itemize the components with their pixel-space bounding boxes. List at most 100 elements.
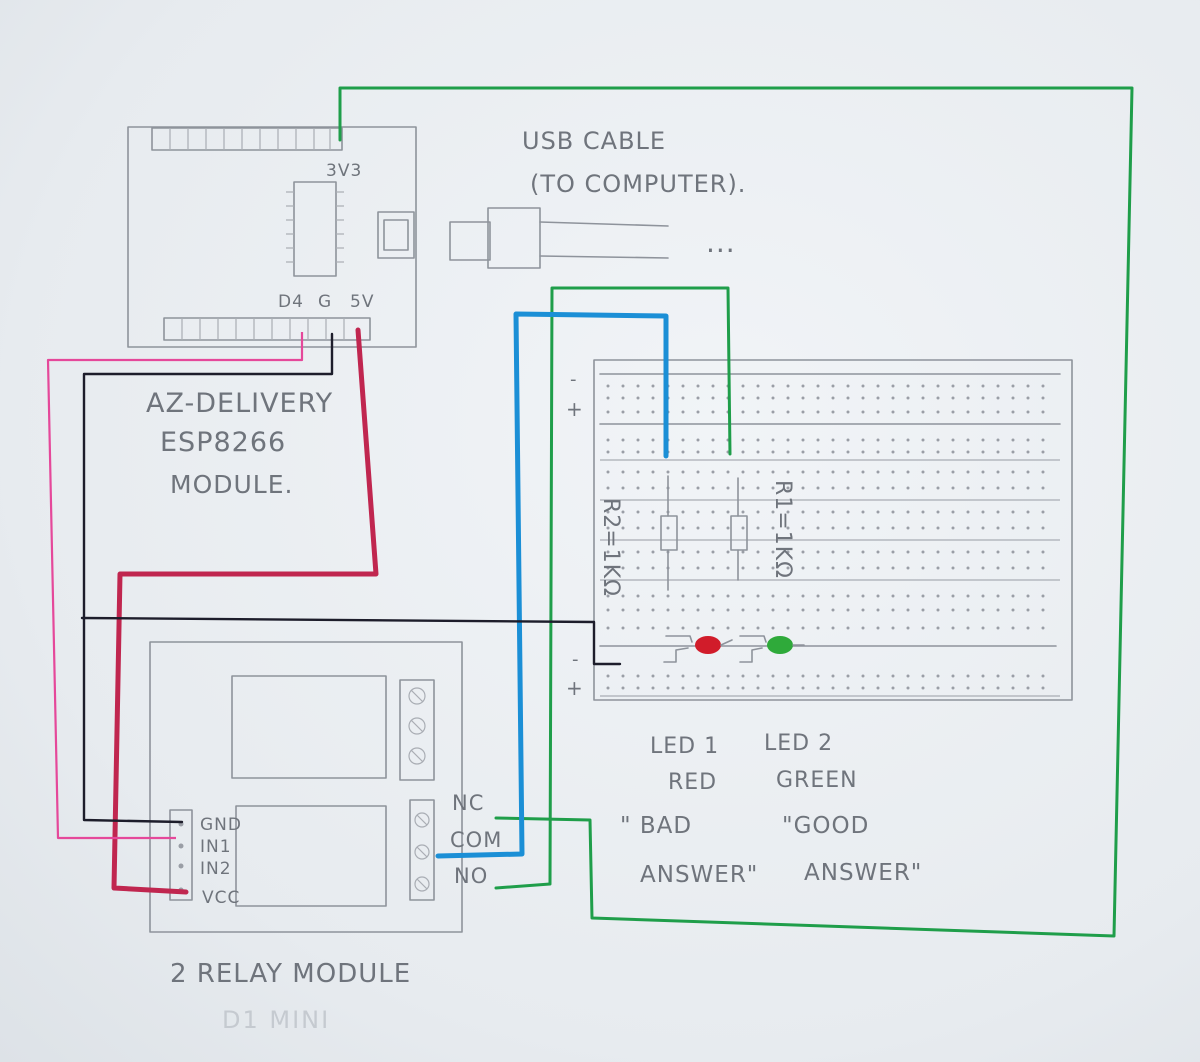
breadboard-hole [741, 608, 745, 612]
breadboard-hole [1011, 566, 1015, 570]
breadboard-hole [876, 566, 880, 570]
breadboard-hole [621, 450, 625, 454]
breadboard-hole [966, 550, 970, 554]
breadboard-hole [981, 594, 985, 598]
breadboard-hole [1026, 566, 1030, 570]
breadboard-hole [1026, 470, 1030, 474]
breadboard-hole [756, 450, 760, 454]
breadboard-hole [951, 450, 955, 454]
breadboard-hole [906, 396, 910, 400]
breadboard-hole [906, 470, 910, 474]
breadboard-hole [681, 526, 685, 530]
breadboard-hole [606, 384, 610, 388]
breadboard-hole [636, 510, 640, 514]
breadboard-hole [1026, 486, 1030, 490]
breadboard-hole [996, 410, 1000, 414]
breadboard-hole [741, 486, 745, 490]
wire-green-3v3-to-com [338, 86, 1134, 938]
breadboard-hole [921, 550, 925, 554]
pin-g-label: G [318, 292, 332, 312]
breadboard-hole [846, 450, 850, 454]
breadboard-hole [876, 438, 880, 442]
breadboard-hole [831, 594, 835, 598]
breadboard-hole [1041, 526, 1045, 530]
breadboard-hole [996, 470, 1000, 474]
relay-terminal-com: COM [450, 828, 502, 852]
breadboard-hole [1026, 438, 1030, 442]
breadboard-hole [771, 486, 775, 490]
breadboard-hole [651, 674, 655, 678]
breadboard-hole [846, 626, 850, 630]
breadboard-hole [846, 608, 850, 612]
relay-title: 2 RELAY MODULE [170, 959, 411, 989]
breadboard-hole [786, 594, 790, 598]
relay-top-screws [408, 687, 426, 765]
breadboard-hole [801, 384, 805, 388]
breadboard-hole [771, 438, 775, 442]
esp-board-outline [127, 126, 417, 348]
breadboard-hole [711, 626, 715, 630]
breadboard-hole [921, 674, 925, 678]
breadboard-hole [771, 550, 775, 554]
breadboard-hole [636, 566, 640, 570]
breadboard-hole [906, 608, 910, 612]
breadboard-hole [831, 510, 835, 514]
breadboard-hole [861, 396, 865, 400]
wire-black-gnd-to-breadboard [80, 616, 622, 666]
breadboard-hole [906, 566, 910, 570]
breadboard-hole [846, 594, 850, 598]
breadboard-hole [996, 566, 1000, 570]
breadboard-hole [696, 626, 700, 630]
breadboard-hole [966, 626, 970, 630]
resistor-r1 [730, 477, 748, 581]
breadboard-hole [816, 450, 820, 454]
breadboard-hole [741, 470, 745, 474]
breadboard-hole [726, 566, 730, 570]
breadboard-hole [951, 438, 955, 442]
breadboard-hole [981, 526, 985, 530]
breadboard-hole [1041, 686, 1045, 690]
usb-cable-line-top [539, 221, 669, 227]
breadboard-hole [906, 594, 910, 598]
breadboard-hole [786, 566, 790, 570]
breadboard-hole [831, 410, 835, 414]
breadboard-hole [786, 486, 790, 490]
breadboard-hole [801, 550, 805, 554]
breadboard-hole [696, 470, 700, 474]
breadboard-hole [621, 510, 625, 514]
relay-pin-in1: IN1 [200, 837, 232, 857]
breadboard-hole [966, 510, 970, 514]
breadboard-hole [636, 686, 640, 690]
breadboard-hole [621, 526, 625, 530]
breadboard-hole [696, 510, 700, 514]
breadboard-hole [711, 550, 715, 554]
breadboard-hole [801, 594, 805, 598]
relay-top-terminal [399, 679, 435, 781]
pin-d4-label: D4 [278, 292, 304, 312]
led-green [739, 635, 805, 663]
breadboard-hole [981, 384, 985, 388]
breadboard-hole [786, 438, 790, 442]
breadboard-hole [771, 410, 775, 414]
breadboard-hole [891, 438, 895, 442]
breadboard-hole [891, 450, 895, 454]
breadboard-hole [846, 510, 850, 514]
breadboard-hole [876, 674, 880, 678]
breadboard-hole [651, 470, 655, 474]
breadboard-hole [891, 384, 895, 388]
breadboard-outline [593, 359, 1073, 701]
breadboard-hole [666, 686, 670, 690]
breadboard-hole [981, 608, 985, 612]
breadboard-hole [996, 384, 1000, 388]
breadboard-hole [1026, 674, 1030, 678]
breadboard-hole [606, 594, 610, 598]
breadboard-hole [951, 550, 955, 554]
breadboard-hole [861, 626, 865, 630]
breadboard-hole [891, 410, 895, 414]
breadboard-hole [681, 674, 685, 678]
breadboard-hole [1011, 686, 1015, 690]
breadboard-hole [936, 686, 940, 690]
breadboard-hole [816, 686, 820, 690]
breadboard-hole [636, 384, 640, 388]
breadboard-hole [951, 686, 955, 690]
